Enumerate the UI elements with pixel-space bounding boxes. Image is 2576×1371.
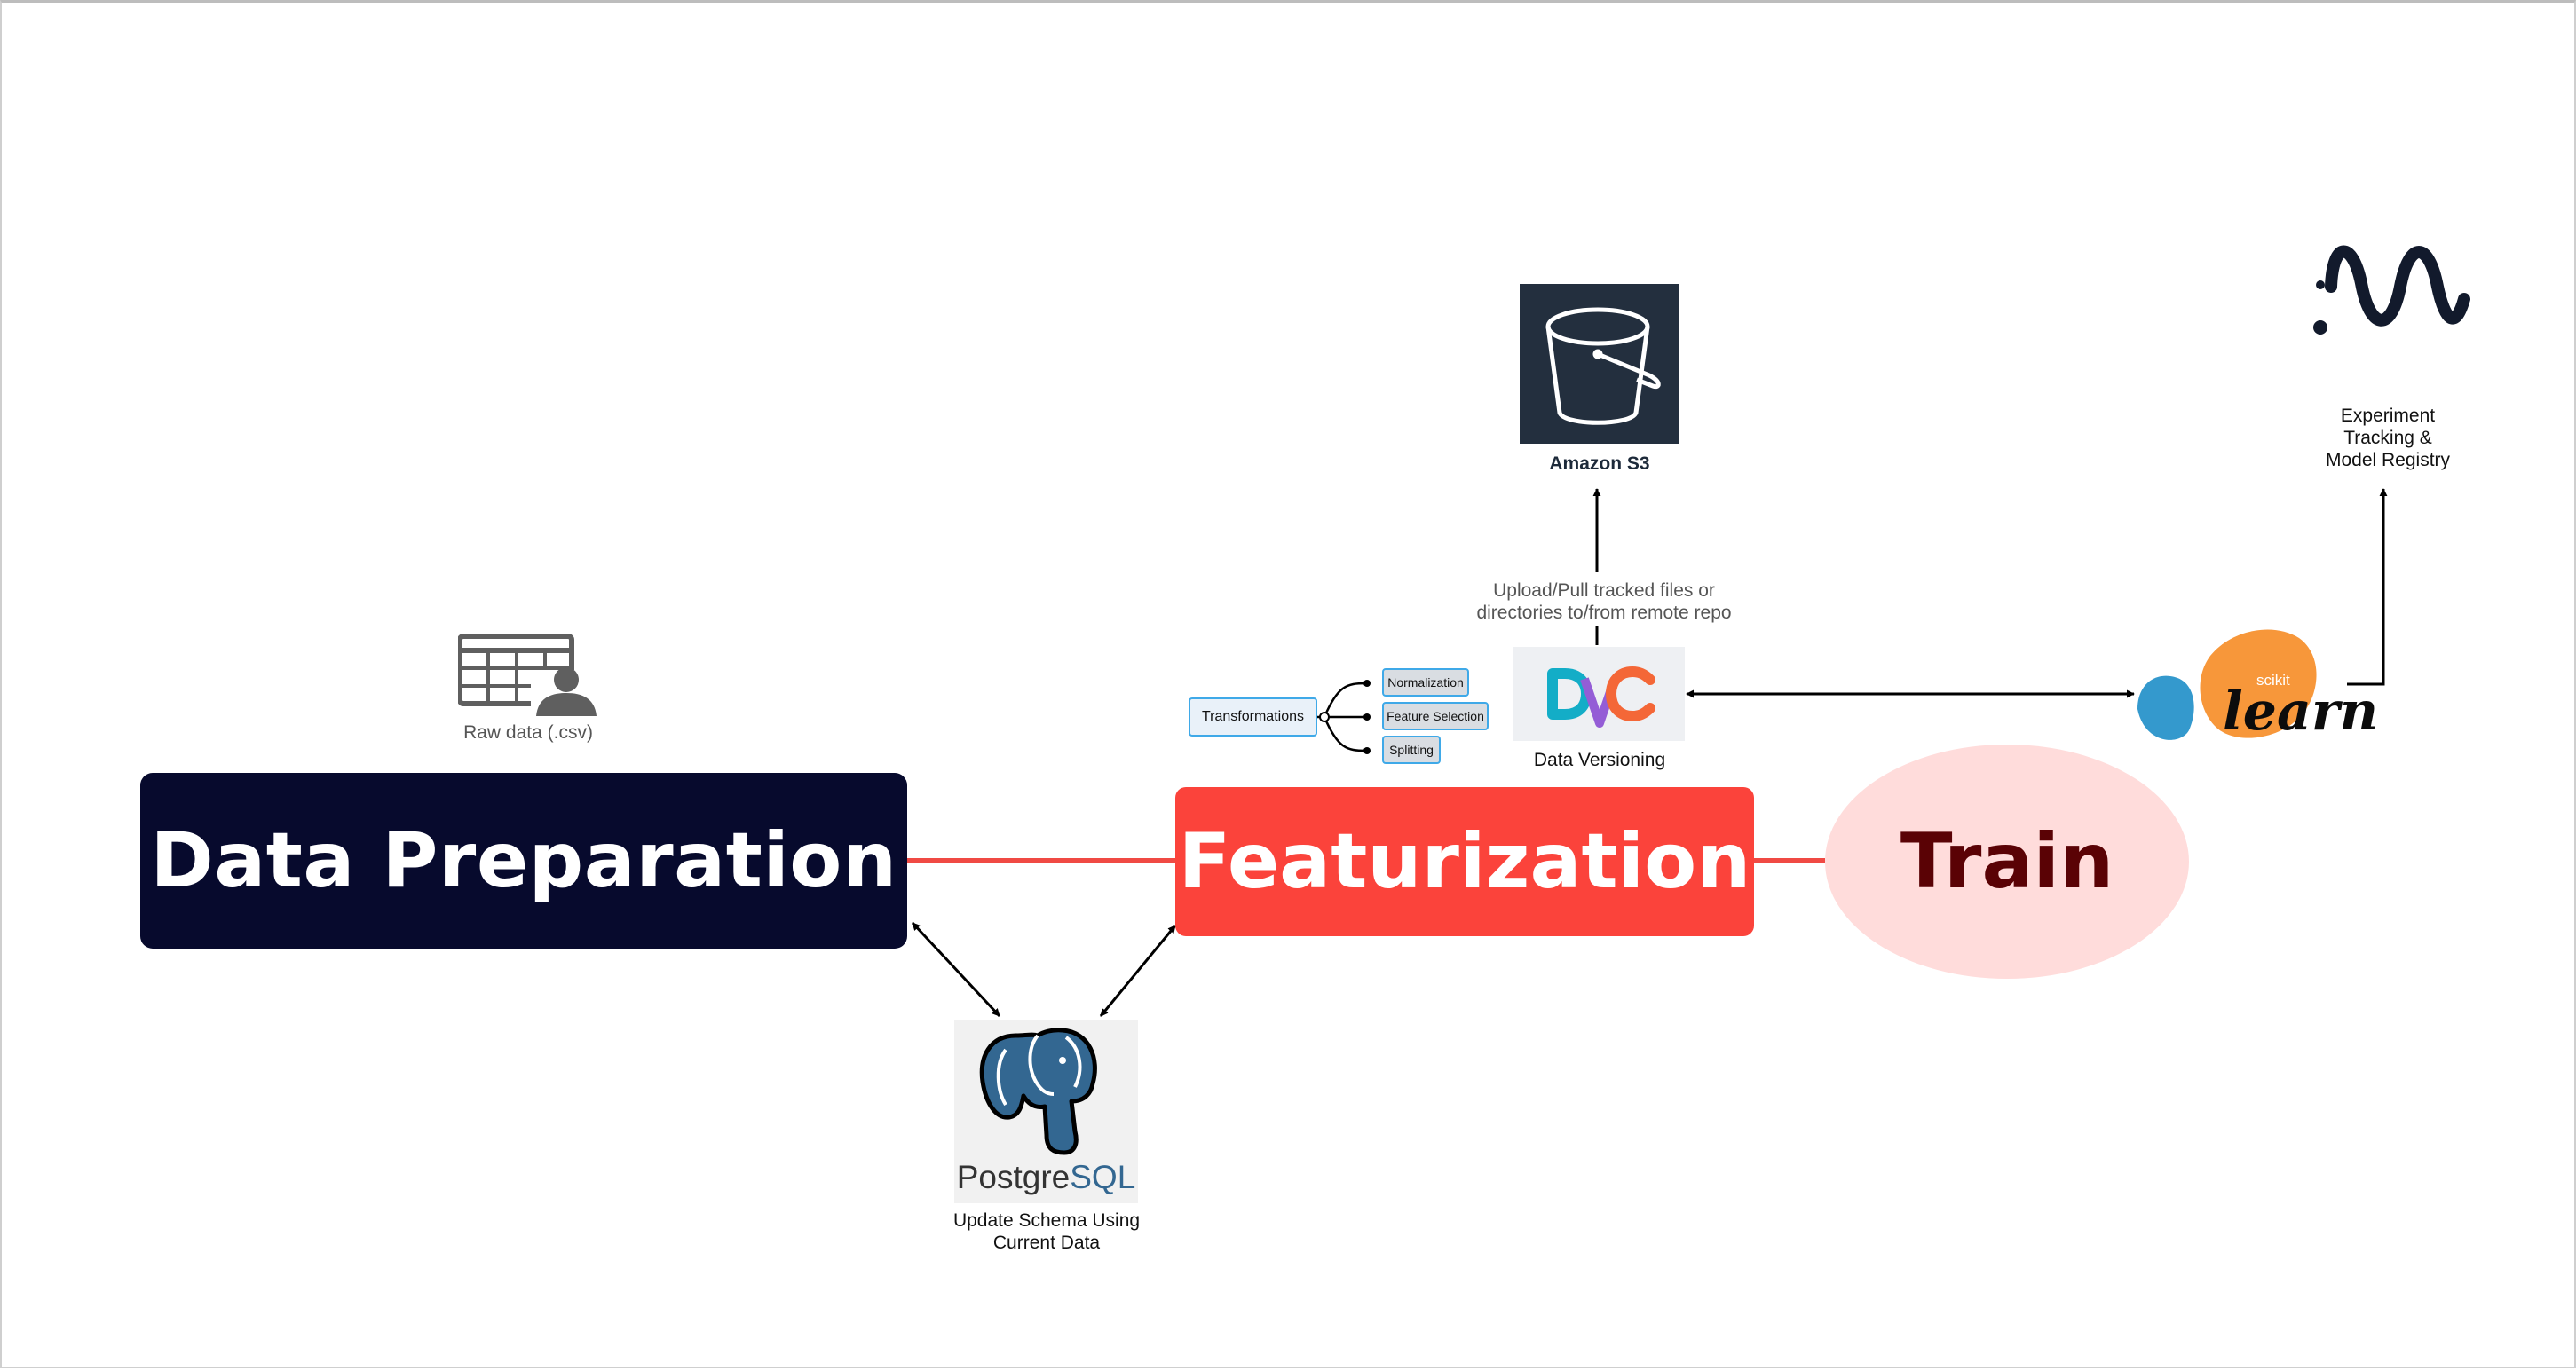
stage-data-preparation[interactable]: Data Preparation <box>140 773 907 949</box>
wave-logo-icon <box>2313 245 2470 335</box>
tracking-label-line2: Tracking & <box>2343 428 2432 448</box>
splitting-box[interactable]: Splitting <box>1382 736 1441 764</box>
raw-data-label: Raw data (.csv) <box>463 722 593 743</box>
tracking-label-line3: Model Registry <box>2325 450 2451 470</box>
stage-train[interactable]: Train <box>1825 745 2189 979</box>
upload-note-line1: Upload/Pull tracked files or <box>1493 580 1715 601</box>
dvc-logo-mark <box>1547 666 1655 728</box>
dvc-label: Data Versioning <box>1533 750 1666 770</box>
sklearn-logo-big: learn <box>2223 681 2379 743</box>
stage-featurization[interactable]: Featurization <box>1175 787 1754 936</box>
postgresql-wordmark-a: Postgre <box>956 1159 1071 1195</box>
postgresql-wordmark-b: SQL <box>1070 1159 1136 1195</box>
tree-node-splitting <box>1363 747 1371 754</box>
postgres-label-line1: Update Schema Using <box>952 1210 1141 1231</box>
tree-node-normalization <box>1363 680 1371 687</box>
bucket-icon <box>1545 307 1661 425</box>
postgresql-wordmark: PostgreSQL <box>954 1160 1138 1195</box>
sklearn-blobs-icon <box>2137 629 2317 740</box>
tree-node-root <box>1319 712 1330 722</box>
amazon-s3-logo <box>1520 284 1679 444</box>
arrow-postgres-feat <box>1099 925 1177 1017</box>
normalization-box[interactable]: Normalization <box>1382 668 1469 697</box>
table-user-icon <box>458 634 598 716</box>
arrow-prep-postgres <box>911 921 1001 1018</box>
connector-layer <box>907 488 2388 1018</box>
tracking-label-line1: Experiment <box>2340 406 2436 426</box>
arrow-sklearn-tracking <box>2347 488 2388 686</box>
feature-selection-box[interactable]: Feature Selection <box>1382 702 1489 730</box>
postgresql-logo: PostgreSQL <box>954 1020 1138 1203</box>
elephant-icon <box>979 1028 1097 1155</box>
dvc-logo <box>1513 647 1685 741</box>
sklearn-logo-small: scikit <box>2256 672 2290 689</box>
postgres-label-line2: Current Data <box>992 1233 1101 1253</box>
scikit-learn-logo: scikit learn <box>2134 626 2378 745</box>
transformations-box[interactable]: Transformations <box>1189 697 1317 737</box>
tree-node-feature-selection <box>1363 713 1371 721</box>
amazon-s3-label: Amazon S3 <box>1549 453 1650 474</box>
upload-note-line2: directories to/from remote repo <box>1476 603 1732 623</box>
